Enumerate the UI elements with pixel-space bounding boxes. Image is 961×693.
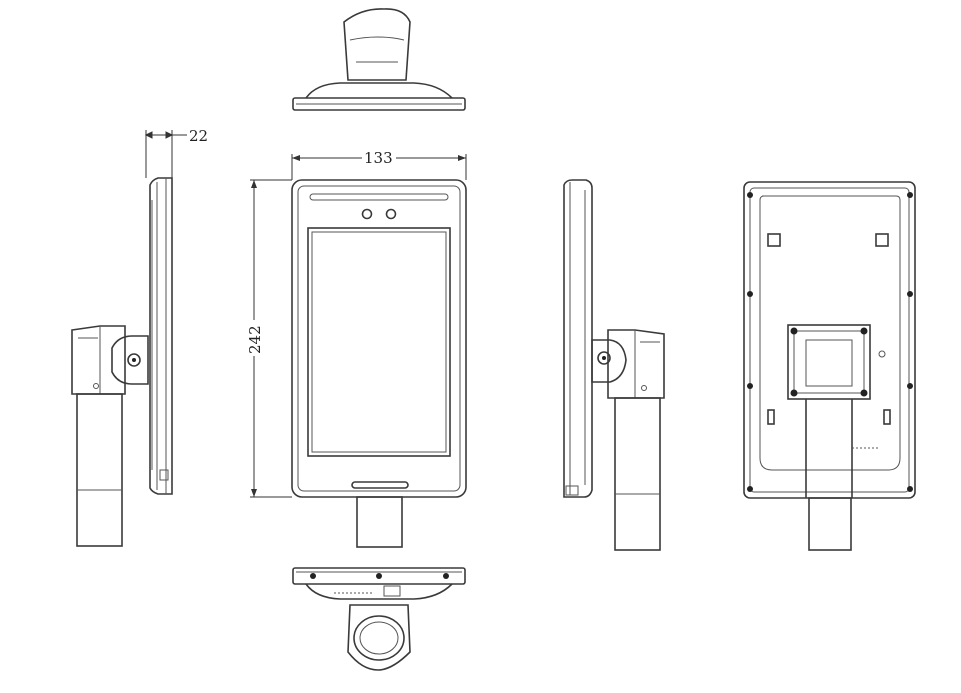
top-view [292, 8, 466, 111]
front-view: 133 242 [246, 149, 467, 548]
left-side-view: 22 [71, 127, 208, 547]
height-dimension-label: 242 [246, 325, 264, 354]
right-side-view [563, 179, 665, 551]
back-view [743, 181, 916, 551]
width-dimension-label: 133 [364, 149, 393, 167]
depth-dimension-label: 22 [189, 127, 208, 145]
bottom-view [292, 567, 466, 671]
